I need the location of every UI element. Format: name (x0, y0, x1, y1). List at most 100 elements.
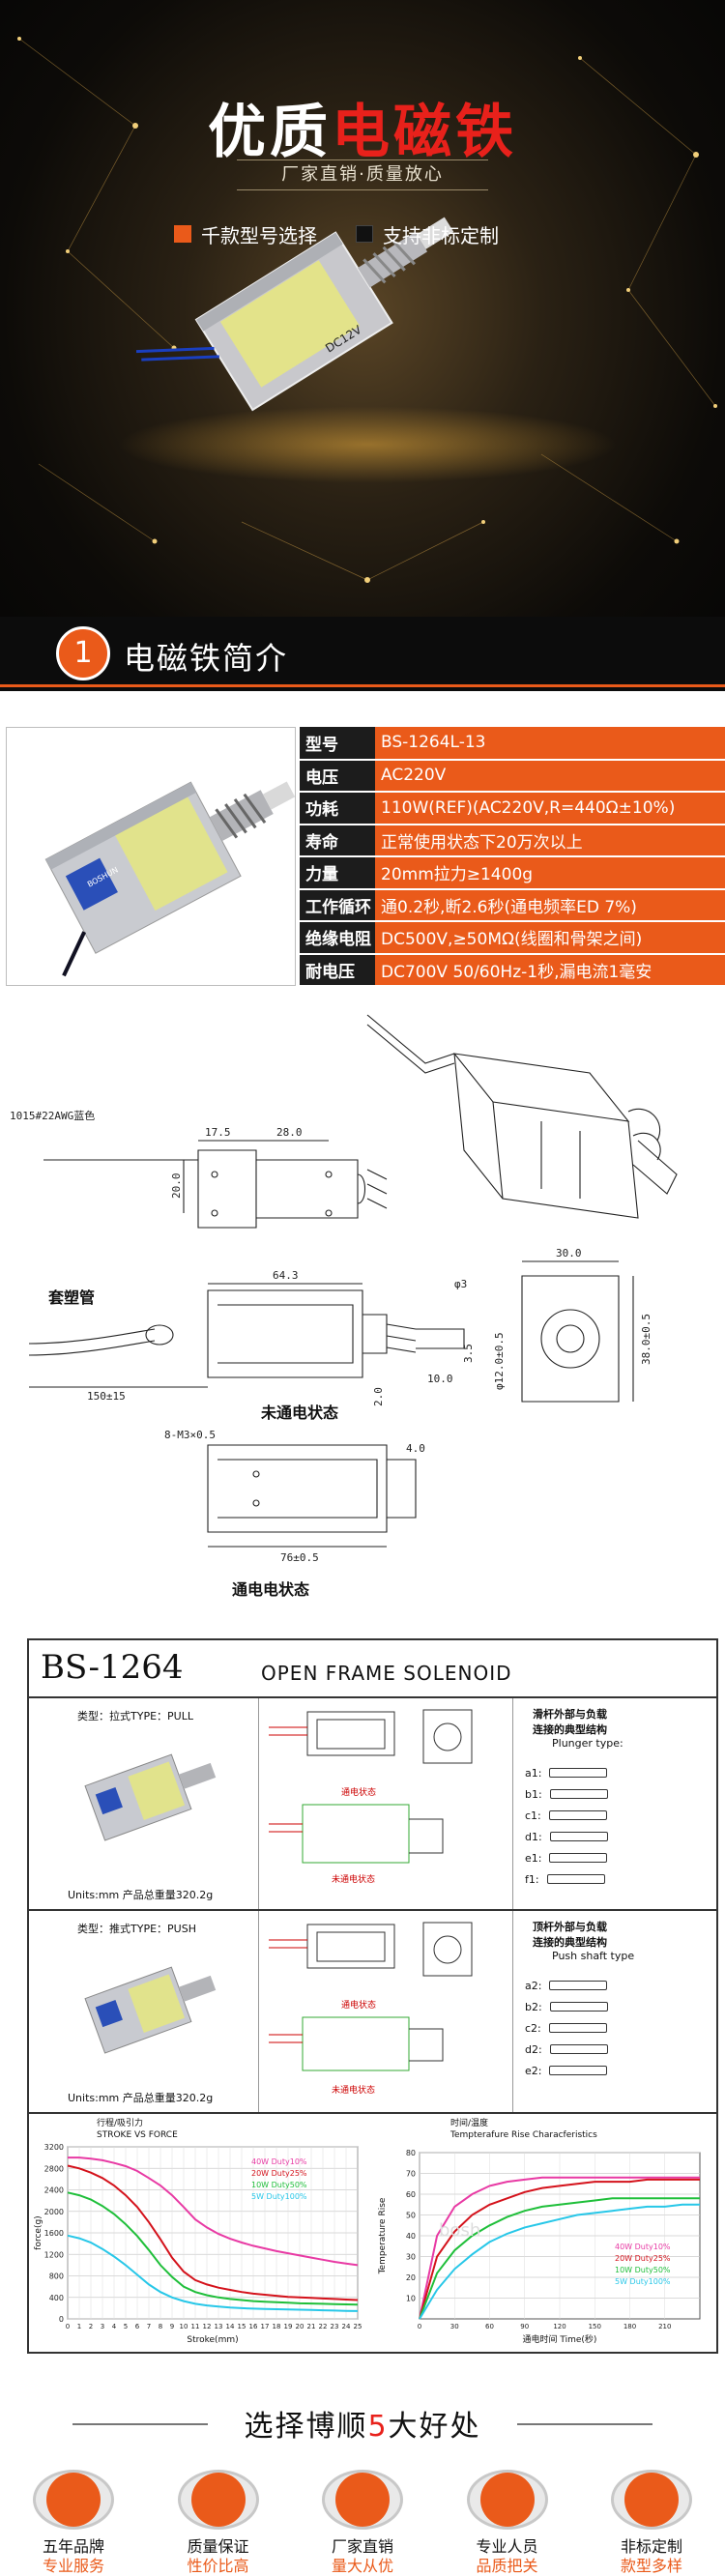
type-code-row: a1: (525, 1762, 709, 1783)
x-tick-label: 0 (418, 2323, 421, 2330)
y-tick-label: 3200 (44, 2143, 64, 2152)
advantage-line1: 质量保证 (187, 2537, 249, 2556)
x-tick-label: 150 (589, 2323, 601, 2330)
plunger-shape-icon (549, 2002, 608, 2012)
plunger-shape-icon (549, 1832, 608, 1841)
x-tick-label: 1 (77, 2323, 81, 2330)
plunger-shape-icon (548, 1810, 607, 1820)
hero-network-graphic: DC12V (17, 37, 717, 583)
push-units: Units:mm 产品总重量320.2g (68, 2092, 214, 2104)
spec-row: 工作循环通0.2秒,断2.6秒(通电频率ED 7%) (300, 888, 725, 922)
x-tick-label: 180 (624, 2323, 636, 2330)
x-tick-label: 11 (191, 2323, 200, 2330)
pull-units: Units:mm 产品总重量320.2g (68, 1889, 214, 1901)
spec-value: AC220V (375, 759, 725, 793)
push-row: 类型：推式TYPE：PUSH Units:mm 产品总重量320.2g (29, 1911, 716, 2114)
section-header: 1 电磁铁简介 (0, 617, 725, 691)
y-tick-label: 1200 (44, 2250, 64, 2259)
x-tick-label: 18 (273, 2323, 281, 2330)
plunger-shape-icon (549, 1768, 608, 1778)
push-drawing: 通电状态 未通电状态 (269, 1922, 473, 2096)
x-tick-label: 2 (89, 2323, 93, 2330)
spec-value: 110W(REF)(AC220V,R=440Ω±10%) (375, 792, 725, 825)
plunger-shape-icon (546, 1874, 605, 1884)
spec-value: BS-1264L-13 (375, 727, 725, 761)
series-line (67, 2164, 359, 2301)
type-code-row: c1: (525, 1805, 709, 1826)
x-axis-label: 通电时间 Time(秒) (523, 2333, 597, 2345)
x-tick-label: 12 (203, 2323, 212, 2330)
state-off-label: 未通电状态 (260, 1404, 338, 1422)
advantage-line1: 非标定制 (620, 2537, 682, 2556)
dim-label: 20.0 (170, 1173, 183, 1200)
type-code: b2: (525, 2000, 542, 2013)
hero-title-white: 优质 (208, 99, 332, 166)
series-line (419, 2203, 700, 2320)
shaft-code-list: a2:b2:c2:d2:e2: (525, 1975, 709, 2081)
chart-title-cn: 时间/温度 (450, 2117, 488, 2128)
type-code: e1: (525, 1851, 542, 1865)
advantage-line2: 品质把关 (476, 2557, 538, 2575)
end-view (521, 1260, 634, 1403)
dim-label: φ12.0±0.5 (493, 1332, 506, 1390)
wire-note: 1015#22AWG蓝色 (10, 1109, 95, 1122)
pull-note-on: 通电状态 (341, 1786, 376, 1798)
x-tick-label: 4 (112, 2323, 117, 2330)
section-title: 电磁铁简介 (124, 640, 289, 677)
type-code-row: d2: (525, 2039, 709, 2060)
advantage-line2: 性价比高 (187, 2557, 249, 2575)
series-line (419, 2197, 700, 2320)
type-code-row: c2: (525, 2017, 709, 2039)
y-tick-label: 0 (59, 2315, 64, 2324)
pull-row: 类型：拉式TYPE：PULL Units:mm 产品总重量320.2g (29, 1698, 716, 1911)
legend-entry: 10W Duty50% (615, 2266, 671, 2274)
dim-label: 8-M3×0.5 (164, 1429, 216, 1441)
spec-key: 力量 (300, 856, 375, 890)
spec-value: 20mm拉力≥1400g (375, 856, 725, 890)
hero-banner: DC12V 优质电磁铁 厂家直销·质量放心 千款型号选择 支持非标定制 1 电磁… (0, 0, 725, 691)
advantage-item: 五年品牌专业服务 (10, 2470, 137, 2576)
y-tick-label: 70 (406, 2170, 416, 2179)
pull-photo (84, 1753, 217, 1841)
datasheet-heading: OPEN FRAME SOLENOID (261, 1662, 512, 1685)
energized-view (207, 1444, 417, 1548)
type-code: e2: (525, 2064, 542, 2077)
advantages-title: 选择博顺5大好处 (244, 2410, 481, 2444)
x-tick-label: 15 (238, 2323, 246, 2330)
x-tick-label: 30 (450, 2323, 459, 2330)
type-code-row: b2: (525, 1996, 709, 2017)
type-code-row: d1: (525, 1826, 709, 1847)
dim-label: 2.0 (372, 1387, 385, 1406)
push-note-off: 未通电状态 (332, 2084, 375, 2096)
advantage-item: 专业人员品质把关 (444, 2470, 571, 2576)
y-tick-label: 2400 (44, 2186, 64, 2195)
dim-label: φ3 (454, 1278, 467, 1290)
pull-plunger-types: 滑杆外部与负载 连接的典型结构 Plunger type: a1:b1:c1:d… (512, 1698, 716, 1909)
dim-label: 17.5 (205, 1126, 231, 1139)
tube-label: 套塑管 (47, 1288, 95, 1307)
chart-title-cn: 行程/吸引力 (97, 2117, 143, 2128)
y-tick-label: 10 (406, 2295, 416, 2303)
x-tick-label: 17 (261, 2323, 270, 2330)
dim-label: 64.3 (273, 1269, 299, 1282)
x-tick-label: 23 (331, 2323, 339, 2330)
legend-entry: 20W Duty25% (615, 2254, 671, 2263)
push-shaft-types: 顶杆外部与负载 连接的典型结构 Push shaft type a2:b2:c2… (512, 1911, 716, 2112)
advantage-line1: 五年品牌 (42, 2537, 104, 2556)
x-tick-label: 20 (296, 2323, 304, 2330)
y-tick-label: 60 (406, 2190, 416, 2199)
pull-type-label: 类型：拉式TYPE：PULL (77, 1710, 193, 1722)
x-tick-label: 19 (284, 2323, 293, 2330)
advantage-icon (322, 2470, 403, 2530)
x-tick-label: 6 (135, 2323, 140, 2330)
dim-label: 30.0 (556, 1247, 582, 1259)
y-tick-label: 80 (406, 2149, 416, 2157)
y-tick-label: 50 (406, 2212, 416, 2220)
advantage-text: 质量保证性价比高 (170, 2537, 267, 2576)
spec-key: 耐电压 (300, 953, 375, 987)
